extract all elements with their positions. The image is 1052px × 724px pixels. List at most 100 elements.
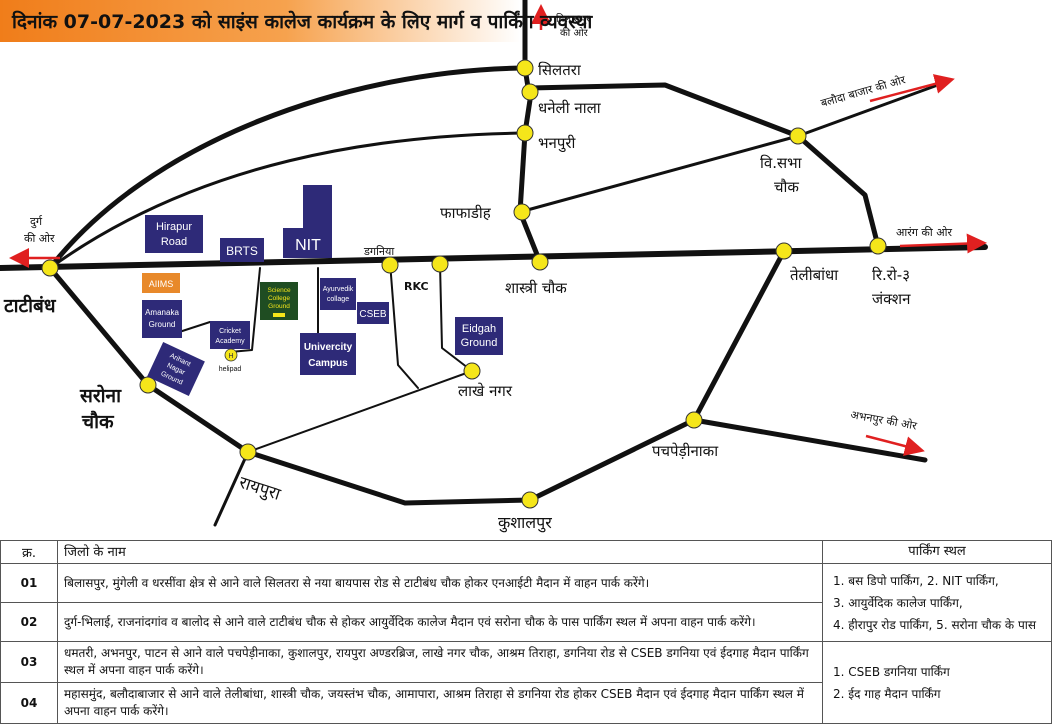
junction-dhaneli bbox=[521, 83, 539, 101]
road-vsabha-ring bbox=[795, 133, 881, 249]
venue-ayurvedik bbox=[320, 278, 356, 310]
label-bilaspur-1: बिलासपुर bbox=[556, 13, 591, 25]
label-abhanpur: अभनपुर की ओर bbox=[849, 408, 918, 433]
label-tatibandh: टाटीबंध bbox=[3, 294, 57, 317]
road-raipura-kushalpur bbox=[245, 417, 697, 506]
junction-telibandha bbox=[775, 242, 793, 260]
label-dhaneli-nala: धनेली नाला bbox=[538, 99, 602, 117]
label-brts: BRTS bbox=[226, 244, 258, 258]
parking-item: 1. बस डिपो पार्किंग, 2. NIT पार्किंग, bbox=[833, 573, 999, 588]
road-raipura-lakhe bbox=[247, 370, 473, 453]
junction-lakhe bbox=[463, 362, 481, 380]
label-rkc: RKC bbox=[404, 280, 429, 293]
road-fafadih-vsabha bbox=[518, 134, 800, 214]
arrow-baloda-bazar bbox=[869, 74, 955, 103]
helipad-marker bbox=[224, 348, 238, 362]
parking-group-2: 1. CSEB डगनिया पार्किंग 2. ईद गाह मैदान … bbox=[822, 641, 1052, 724]
label-sarona-1: सरोना bbox=[79, 384, 122, 407]
junction-vsabha bbox=[789, 127, 807, 145]
map-title-bar: दिनांक 07-07-2023 को साइंस कालेज कार्यक्… bbox=[0, 0, 592, 42]
venue-arihant bbox=[147, 342, 205, 396]
label-helipad: helipad bbox=[219, 366, 242, 373]
label-kushalpur: कुशालपुर bbox=[498, 513, 552, 533]
label-pachpedi-naka: पचपेड़ीनाका bbox=[652, 442, 719, 460]
header-serial: क्र. bbox=[0, 540, 58, 564]
road-dhaneli-vsabha bbox=[527, 82, 801, 139]
arrow-abhanpur bbox=[865, 434, 925, 456]
label-bhanpuri: भनपुरी bbox=[538, 134, 577, 153]
route-parking-table: क्र. जिलो के नाम पार्किंग स्थल 01 बिलासप… bbox=[0, 540, 1052, 724]
road-network bbox=[0, 0, 988, 527]
junction-ring-road bbox=[869, 237, 887, 255]
label-science-1: Science bbox=[267, 287, 291, 294]
table-row: 01 बिलासपुर, मुंगेली व धरसींवा क्षेत्र स… bbox=[0, 562, 1052, 643]
junction-sarona bbox=[139, 376, 157, 394]
parking-item: 3. आयुर्वेदिक कालेज पार्किंग, bbox=[833, 595, 963, 610]
road-rkc bbox=[439, 263, 473, 372]
table-header-row: क्र. जिलो के नाम पार्किंग स्थल bbox=[0, 540, 1052, 564]
road-to-baloda bbox=[796, 84, 937, 138]
junction-dganiya bbox=[381, 256, 399, 274]
direction-arrows bbox=[9, 4, 987, 456]
road-tatibandh-raipura bbox=[47, 265, 251, 455]
header-parking: पार्किंग स्थल bbox=[822, 540, 1052, 564]
label-nit: NIT bbox=[295, 237, 321, 254]
label-helipad-mark: H bbox=[228, 353, 233, 360]
junction-shastri bbox=[531, 253, 549, 271]
row-serial: 02 bbox=[0, 602, 58, 643]
road-raipura-south bbox=[213, 450, 250, 527]
road-dganiya bbox=[389, 261, 419, 389]
label-durg-2: की ओर bbox=[24, 232, 55, 245]
venue-boxes bbox=[142, 185, 503, 396]
header-districts: जिलो के नाम bbox=[57, 540, 823, 564]
parking-item: 2. ईद गाह मैदान पार्किंग bbox=[833, 686, 941, 701]
junction-kushalpur bbox=[521, 491, 539, 509]
page-title: दिनांक 07-07-2023 को साइंस कालेज कार्यक्… bbox=[12, 11, 593, 33]
road-pachpedi-telibandha bbox=[691, 248, 787, 423]
label-ring-road-2: जंक्शन bbox=[872, 290, 911, 308]
label-science-3: Ground bbox=[268, 303, 290, 310]
label-cricket-1: Cricket bbox=[219, 328, 241, 335]
label-raipura: रायपुरा bbox=[236, 473, 283, 505]
route-map: Hirapur Road AIIMS BRTS NIT Science Coll… bbox=[0, 0, 988, 533]
label-university-2: Campus bbox=[308, 358, 348, 369]
junction-tatibandh bbox=[41, 259, 59, 277]
label-cseb: CSEB bbox=[359, 309, 387, 320]
label-ayurvedik-2: collage bbox=[327, 296, 349, 303]
label-durg-1: दुर्ग bbox=[30, 215, 43, 229]
junction-raipura bbox=[239, 443, 257, 461]
row-serial: 03 bbox=[0, 641, 58, 684]
label-sarona-2: चौक bbox=[81, 410, 115, 433]
table-row: 02 दुर्ग-भिलाई, राजनांदगांव व बालोद से आ… bbox=[0, 602, 1052, 643]
road-bypass-outer bbox=[47, 65, 528, 271]
row-text: दुर्ग-भिलाई, राजनांदगांव व बालोद से आने … bbox=[57, 602, 823, 643]
label-arang: आरंग की ओर bbox=[896, 226, 952, 239]
road-science-link bbox=[229, 267, 261, 353]
venue-cricket bbox=[210, 321, 250, 349]
parking-item: 1. CSEB डगनिया पार्किंग bbox=[833, 664, 950, 679]
parking-item: 4. हीरापुर रोड पार्किंग, 5. सरोना चौक के… bbox=[833, 617, 1036, 632]
row-text: बिलासपुर, मुंगेली व धरसींवा क्षेत्र से आ… bbox=[57, 562, 823, 604]
parking-group-1: 1. बस डिपो पार्किंग, 2. NIT पार्किंग, 3.… bbox=[822, 562, 1052, 643]
venue-amanaka bbox=[142, 300, 182, 338]
label-ayurvedik-1: Ayurvedik bbox=[323, 286, 354, 293]
junction-markers bbox=[41, 59, 887, 509]
row-text: धमतरी, अभनपुर, पाटन से आने वाले पचपेड़ीन… bbox=[57, 641, 823, 684]
label-baloda-bazar: बलौदा बाजार की ओर bbox=[819, 73, 907, 110]
venue-science-mark bbox=[273, 313, 285, 317]
venue-brts bbox=[220, 238, 264, 262]
junction-rkc bbox=[431, 255, 449, 273]
junction-pachpedi bbox=[685, 411, 703, 429]
road-to-abhanpur bbox=[691, 417, 928, 463]
table-row: 04 महासमुंद, बलौदाबाजार से आने वाले तेली… bbox=[0, 682, 1052, 724]
row-text: महासमुंद, बलौदाबाजार से आने वाले तेलीबां… bbox=[57, 682, 823, 724]
label-amanaka-2: Ground bbox=[149, 320, 176, 329]
label-telibandha: तेलीबांधा bbox=[790, 266, 839, 284]
label-eidgah-1: Eidgah bbox=[462, 323, 496, 335]
venue-eidgah bbox=[455, 317, 503, 355]
row-serial: 01 bbox=[0, 562, 58, 604]
label-university-1: Univercity bbox=[304, 342, 353, 353]
junction-bhanpuri bbox=[516, 124, 534, 142]
table-row: 03 धमतरी, अभनपुर, पाटन से आने वाले पचपेड… bbox=[0, 641, 1052, 724]
label-amanaka-1: Amanaka bbox=[145, 308, 179, 317]
